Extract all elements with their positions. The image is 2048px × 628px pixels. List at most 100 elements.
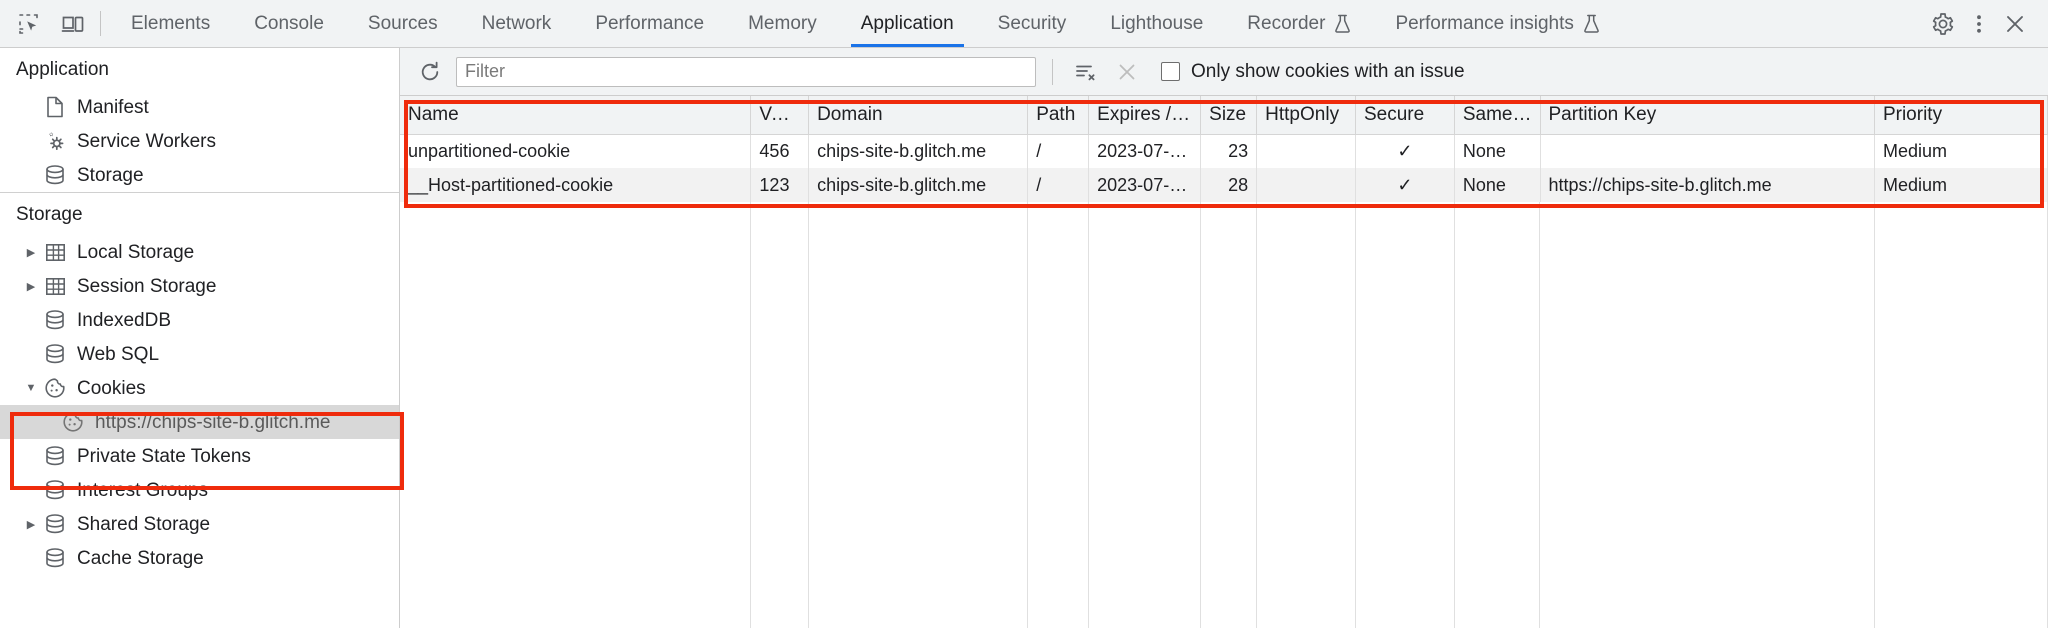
device-toolbar-icon[interactable] [58,9,88,39]
tab-application-label: Application [860,12,954,34]
table-row[interactable]: unpartitioned-cookie 456 chips-site-b.gl… [400,134,2048,168]
cell-partitionkey: https://chips-site-b.glitch.me [1540,168,1875,202]
column-header-value[interactable]: Value [750,96,810,135]
tab-performance[interactable]: Performance [573,0,726,47]
sidebar-section-application: Application ▶ Manifest ▶ [0,48,399,192]
tab-elements[interactable]: Elements [109,0,232,47]
cookies-table-body: unpartitioned-cookie 456 chips-site-b.gl… [400,134,2048,202]
tab-elements-label: Elements [131,12,211,34]
column-header-domain[interactable]: Domain [808,96,1029,135]
column-header-httponly[interactable]: HttpOnly [1256,96,1356,135]
sidebar-item-label: Storage [77,164,144,186]
cell-path: / [1027,134,1090,168]
clear-filtered-cookies-icon[interactable] [1069,56,1101,88]
tab-security[interactable]: Security [976,0,1089,47]
cell-secure: ✓ [1355,168,1455,202]
tab-performance-insights[interactable]: Performance insights [1373,0,1621,47]
tab-console[interactable]: Console [232,0,346,47]
cell-samesite: None [1454,134,1541,168]
column-header-samesite[interactable]: SameSite [1454,96,1541,135]
close-icon[interactable] [2000,9,2030,39]
tab-lighthouse[interactable]: Lighthouse [1088,0,1225,47]
sidebar-item-cache-storage[interactable]: ▶ Cache Storage [0,541,399,575]
column-header-path[interactable]: Path [1027,96,1090,135]
checkbox-box[interactable] [1161,62,1180,81]
table-icon [40,276,70,297]
table-icon [40,242,70,263]
column-header-name[interactable]: Name [400,96,752,135]
sidebar-item-session-storage[interactable]: ▶ Session Storage [0,269,399,303]
filter-toolbar-divider [1052,58,1053,85]
tab-performance-label: Performance [595,12,705,34]
cookies-datagrid[interactable]: Name Value Domain Path Expires / M… Size… [400,96,2048,628]
devtools-tab-bar: Elements Console Sources Network Perform… [109,0,1907,47]
only-show-issues-checkbox[interactable]: Only show cookies with an issue [1161,61,1465,83]
sidebar-section-title-storage: Storage [16,204,83,225]
tab-network[interactable]: Network [460,0,574,47]
grid-empty-columns [400,202,2048,628]
sidebar-section-storage: Storage ▶ Local Storage ▶ [0,192,399,575]
cell-priority: Medium [1874,168,2048,202]
column-header-expires[interactable]: Expires / M… [1088,96,1202,135]
database-icon [40,479,70,501]
cookies-table: Name Value Domain Path Expires / M… Size… [400,96,2048,202]
table-row[interactable]: __Host-partitioned-cookie 123 chips-site… [400,168,2048,202]
twisty-none-icon: ▶ [22,450,40,463]
twisty-none-icon: ▶ [22,169,40,182]
tab-application[interactable]: Application [839,0,976,47]
sidebar-item-service-workers[interactable]: ▶ Service Workers [0,124,399,158]
column-header-secure[interactable]: Secure [1355,96,1455,135]
filter-input[interactable] [456,56,1036,87]
sidebar-item-storage[interactable]: ▶ Storage [0,158,399,192]
cookies-panel: Only show cookies with an issue [400,48,2048,628]
gear-icon[interactable] [1928,9,1958,39]
sidebar-item-shared-storage[interactable]: ▶ Shared Storage [0,507,399,541]
application-sidebar: Application ▶ Manifest ▶ [0,48,400,628]
sidebar-item-label: Interest Groups [77,479,208,501]
tab-memory[interactable]: Memory [726,0,839,47]
chevron-right-icon[interactable]: ▶ [26,280,36,293]
tab-network-label: Network [481,12,552,34]
twisty-none-icon: ▶ [22,101,40,114]
tab-recorder[interactable]: Recorder [1225,0,1373,47]
refresh-icon[interactable] [414,56,446,88]
tab-sources[interactable]: Sources [346,0,460,47]
chevron-down-icon[interactable]: ▼ [25,382,37,394]
sidebar-item-label: Cookies [77,377,146,399]
kebab-menu-icon[interactable] [1964,9,1994,39]
inspect-element-icon[interactable] [14,9,44,39]
experiment-flask-icon [1334,14,1351,33]
sidebar-item-web-sql[interactable]: ▶ Web SQL [0,337,399,371]
toolbar-left-icons [0,0,94,47]
document-icon [40,96,70,118]
sidebar-item-label: Service Workers [77,130,217,152]
cookie-icon [40,377,70,399]
sidebar-item-interest-groups[interactable]: ▶ Interest Groups [0,473,399,507]
header-row: Name Value Domain Path Expires / M… Size… [400,96,2048,135]
toolbar-right-icons [1907,0,2048,47]
chevron-right-icon[interactable]: ▶ [26,246,36,259]
cell-expires: 2023-07-07… [1088,134,1202,168]
database-icon [40,445,70,467]
sidebar-item-indexeddb[interactable]: ▶ IndexedDB [0,303,399,337]
database-icon [40,547,70,569]
devtools-body: Application ▶ Manifest ▶ [0,48,2048,628]
column-header-size[interactable]: Size [1200,96,1258,135]
only-show-issues-label: Only show cookies with an issue [1191,60,1465,82]
column-header-partitionkey[interactable]: Partition Key [1540,96,1875,135]
chevron-right-icon[interactable]: ▶ [26,518,36,531]
delete-cookie-icon[interactable] [1111,56,1143,88]
sidebar-item-local-storage[interactable]: ▶ Local Storage [0,235,399,269]
sidebar-item-cookie-origin[interactable]: https://chips-site-b.glitch.me [0,405,399,439]
sidebar-item-label: Web SQL [77,343,160,365]
tab-lighthouse-label: Lighthouse [1110,12,1204,34]
cell-domain: chips-site-b.glitch.me [808,134,1029,168]
tab-console-label: Console [254,12,324,34]
column-header-priority[interactable]: Priority [1874,96,2048,135]
sidebar-item-manifest[interactable]: ▶ Manifest [0,90,399,124]
tab-recorder-label: Recorder [1247,12,1326,34]
sidebar-item-private-state-tokens[interactable]: ▶ Private State Tokens [0,439,399,473]
database-icon [40,164,70,186]
sidebar-item-label: Session Storage [77,275,217,297]
sidebar-item-cookies[interactable]: ▼ Cookies [0,371,399,405]
